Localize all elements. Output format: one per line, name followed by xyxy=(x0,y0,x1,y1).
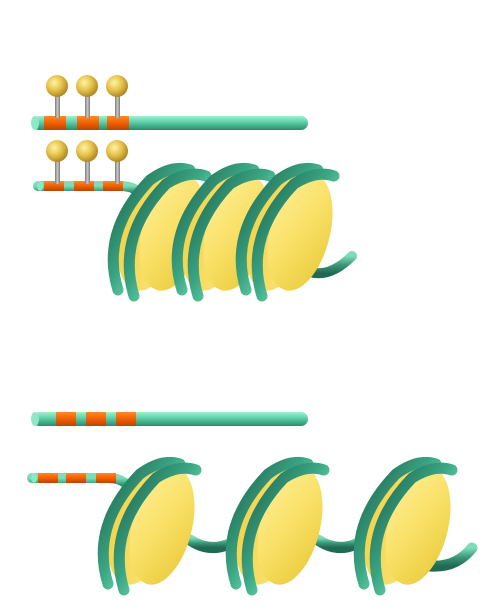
methyl-marks-rod xyxy=(46,75,128,118)
orange-segment xyxy=(74,181,94,191)
orange-segment xyxy=(96,473,116,483)
methyl-knob xyxy=(46,140,68,162)
methyl-knob xyxy=(76,140,98,162)
methyl-knob xyxy=(106,75,128,97)
top-panel xyxy=(31,75,357,302)
orange-segment xyxy=(56,412,76,426)
methyl-knob xyxy=(106,140,128,162)
nucleosome xyxy=(235,162,340,302)
orange-segment xyxy=(66,473,86,483)
orange-segment xyxy=(116,412,136,426)
nucleosome xyxy=(97,456,202,596)
methyl-knob xyxy=(46,75,68,97)
chromatin-fiber-bottom xyxy=(27,456,478,596)
orange-segment xyxy=(86,412,106,426)
orange-segment xyxy=(44,116,66,130)
orange-segment xyxy=(103,181,123,191)
nucleosome xyxy=(225,456,330,596)
orange-segment xyxy=(38,473,58,483)
chromatin-fiber-top xyxy=(33,140,357,302)
orange-segment xyxy=(44,181,64,191)
dna-rod-bottom xyxy=(31,412,308,426)
methyl-knob xyxy=(76,75,98,97)
orange-segment xyxy=(77,116,99,130)
orange-segment xyxy=(107,116,129,130)
nucleosome xyxy=(353,456,458,596)
bottom-panel xyxy=(27,412,478,596)
dna-rod-top xyxy=(31,116,308,130)
